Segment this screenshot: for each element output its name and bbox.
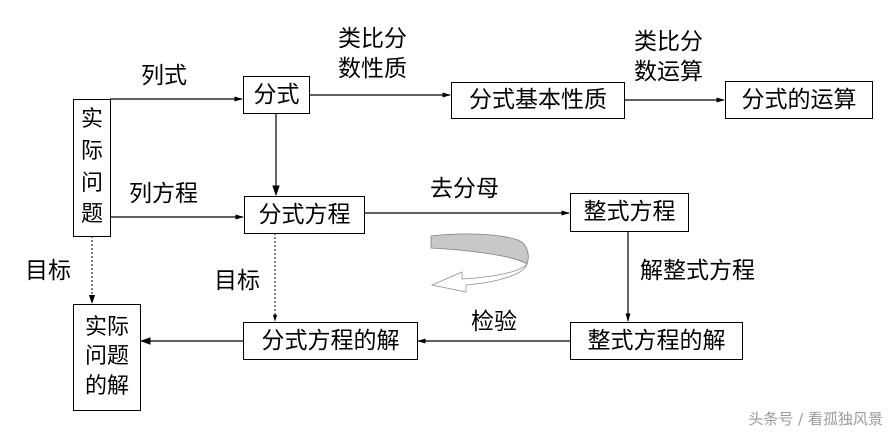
node-real-problem-solution-line: 问题 xyxy=(84,344,129,370)
node-fractional-equation-solution-label: 分式方程的解 xyxy=(261,327,400,354)
node-real-problem-solution-line: 的解 xyxy=(84,373,129,399)
node-fraction-basic-property: 分式基本性质 xyxy=(451,82,625,119)
node-real-problem-solution-line: 实际 xyxy=(84,314,129,340)
node-real-problem-char: 实 xyxy=(80,107,103,133)
node-real-problem-char: 问 xyxy=(80,170,103,196)
label-remove-denominator: 去分母 xyxy=(430,176,499,202)
node-real-problem-solution: 实际 问题 的解 xyxy=(73,304,141,411)
label-list-equation: 列方程 xyxy=(129,181,198,207)
label-analogy-number-operation-line: 数运算 xyxy=(634,58,703,85)
label-goal-left: 目标 xyxy=(25,258,71,284)
label-analogy-number-property-line: 类比分 xyxy=(338,26,407,52)
node-fractional-equation-label: 分式方程 xyxy=(258,201,351,228)
node-fraction-basic-property-label: 分式基本性质 xyxy=(469,87,607,113)
label-check: 检验 xyxy=(471,309,517,335)
node-fraction-label: 分式 xyxy=(253,81,300,108)
node-fractional-equation-solution: 分式方程的解 xyxy=(243,322,418,360)
node-real-problem-char: 际 xyxy=(80,138,103,164)
node-real-problem: 实 际 问 题 xyxy=(73,99,111,237)
label-analogy-number-operation: 类比分 数运算 xyxy=(634,28,703,88)
node-integral-equation-solution-label: 整式方程的解 xyxy=(587,327,726,354)
curved-return-arrow-icon xyxy=(430,233,529,293)
label-solve-integral-equation: 解整式方程 xyxy=(640,258,755,284)
label-analogy-number-property-line: 数性质 xyxy=(338,55,407,82)
node-integral-equation-label: 整式方程 xyxy=(583,199,676,225)
watermark: 头条号 / 看孤独风景 xyxy=(748,410,883,428)
label-analogy-number-operation-line: 类比分 xyxy=(634,29,703,55)
node-integral-equation-solution: 整式方程的解 xyxy=(570,322,743,360)
node-fraction-operation: 分式的运算 xyxy=(725,81,873,119)
label-goal-middle: 目标 xyxy=(214,268,260,294)
node-fractional-equation: 分式方程 xyxy=(244,196,365,234)
node-real-problem-char: 题 xyxy=(80,202,103,228)
node-integral-equation: 整式方程 xyxy=(570,193,689,232)
node-fraction: 分式 xyxy=(243,76,310,114)
node-fraction-operation-label: 分式的运算 xyxy=(741,86,857,113)
label-analogy-number-property: 类比分 数性质 xyxy=(338,25,407,85)
label-list-expression: 列式 xyxy=(141,63,187,89)
